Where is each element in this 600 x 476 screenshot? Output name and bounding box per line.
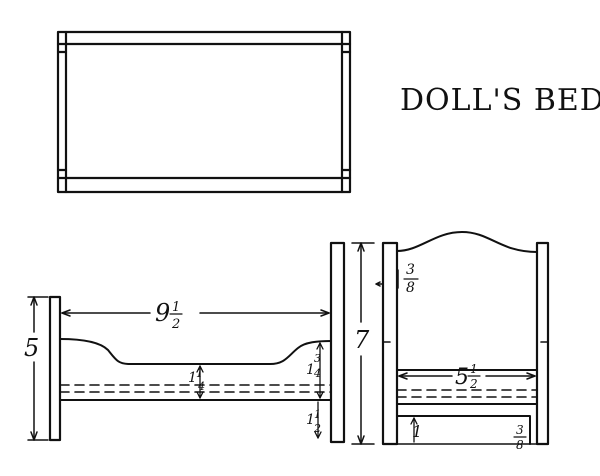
svg-text:2: 2 (171, 317, 180, 332)
svg-text:1: 1 (470, 362, 478, 376)
head-depth-label: 1 3 4 (306, 352, 321, 380)
end-left-post (381, 241, 399, 446)
svg-text:1: 1 (306, 362, 315, 378)
rail-width-label: 1 1 2 (306, 408, 321, 435)
svg-text:1: 1 (306, 412, 315, 428)
head-post (329, 241, 346, 444)
svg-text:2: 2 (313, 422, 321, 435)
side-rail-profile (59, 338, 332, 365)
svg-text:1: 1 (314, 408, 321, 421)
svg-text:1: 1 (196, 367, 203, 380)
svg-text:8: 8 (406, 280, 415, 296)
post-thickness-label: 3 8 (403, 262, 419, 296)
side-view: 9 1 2 5 1 1 4 1 (24, 241, 375, 445)
head-depth-dimension (316, 342, 324, 399)
head-height-label: 7 (354, 326, 370, 354)
center-depth-dimension (196, 365, 204, 399)
center-depth-label: 1 1 4 (188, 367, 205, 393)
head-height-dimension (351, 242, 375, 445)
end-right-post (535, 241, 550, 446)
rail-width-dimension (314, 401, 322, 439)
svg-text:8: 8 (516, 438, 524, 452)
foot-post (48, 295, 62, 442)
svg-text:3: 3 (314, 352, 321, 365)
headboard-top-curve (396, 231, 538, 253)
foot-height-label: 5 (24, 334, 39, 362)
svg-text:3: 3 (406, 262, 415, 278)
svg-text:3: 3 (516, 423, 524, 437)
svg-text:5: 5 (455, 365, 469, 390)
svg-text:4: 4 (313, 367, 321, 380)
inner-width-dimension (398, 372, 536, 380)
svg-text:2: 2 (469, 377, 478, 391)
end-view: 3 8 5 1 2 1 3 8 (375, 231, 550, 452)
svg-text:9: 9 (155, 299, 170, 327)
bottom-thickness-label: 3 8 (513, 423, 527, 452)
svg-text:1: 1 (172, 300, 180, 315)
length-label: 9 1 2 (155, 299, 183, 332)
plan-outer-frame (56, 30, 352, 194)
post-thickness-dimension (375, 269, 399, 291)
bottom-strip-dimension (410, 417, 418, 443)
bottom-strip-label: 1 (412, 422, 422, 441)
foot-height-dimension (27, 296, 49, 441)
plan-view (56, 30, 352, 194)
svg-text:4: 4 (197, 380, 205, 393)
end-lower-opening (396, 415, 531, 445)
length-dimension-line (61, 309, 330, 317)
drawing-title: DOLL'S BED (400, 83, 600, 118)
inner-width-label: 5 1 2 (455, 362, 481, 391)
svg-text:1: 1 (188, 370, 197, 386)
